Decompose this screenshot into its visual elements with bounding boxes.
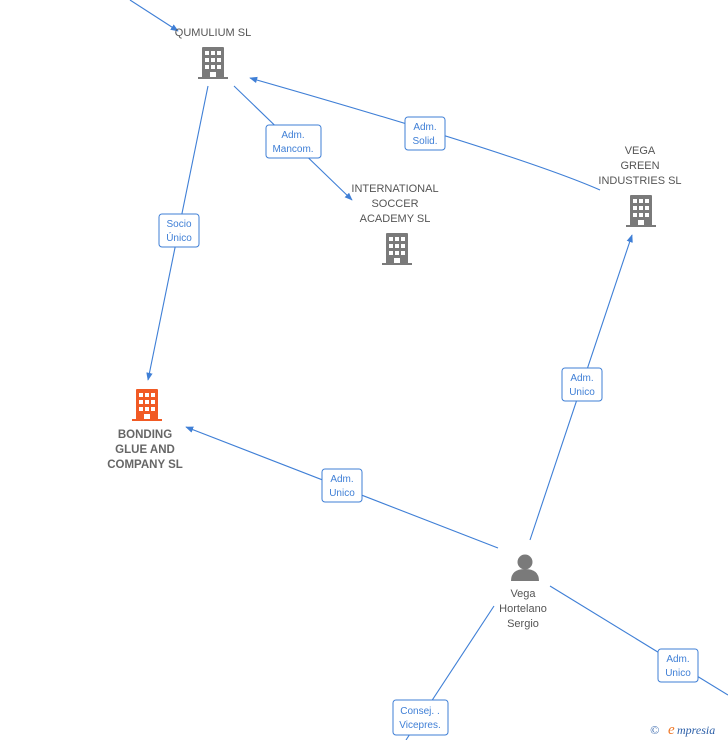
copyright-symbol: © [650,723,659,737]
node-international-soccer-academy[interactable]: INTERNATIONAL SOCCER ACADEMY SL [351,183,439,265]
edge-label-adm-unico-vega-green: Adm. Unico [561,367,603,402]
edge-label-line: Unico [569,387,595,398]
edge-incoming-qumulium [129,0,179,32]
edge-label-line: Adm. [330,474,353,485]
node-label: VEGA [625,145,656,157]
brand-initial: e [668,722,675,738]
edge-label-consej-vicepres: Consej. . Vicepres. [392,699,449,736]
node-label: ACADEMY SL [360,213,431,225]
edge-label-adm-mancom: Adm. Mancom. [265,124,322,159]
node-vega-green-industries[interactable]: VEGA GREEN INDUSTRIES SL [598,145,682,227]
node-label: BONDING [118,429,172,441]
edge-labels: Socio Único Adm. Mancom. Adm. Solid. Adm… [158,116,699,736]
node-label: Hortelano [499,603,547,615]
edge-label-line: Unico [665,668,691,679]
edge-vega_green-qumulium [249,76,601,191]
edge-person-right [549,585,728,696]
edge-label-line: Vicepres. [399,720,441,731]
node-label: QUMULIUM SL [175,27,251,39]
edges [129,0,728,740]
edge-label-line: Solid. [412,136,437,147]
node-label: SOCCER [371,198,418,210]
node-bonding-glue-and-company[interactable]: BONDING GLUE AND COMPANY SL [107,389,183,471]
building-icon [198,47,228,79]
edge-label-socio-unico: Socio Único [158,213,200,248]
node-label: GREEN [620,160,659,172]
node-vega-hortelano-sergio[interactable]: Vega Hortelano Sergio [499,554,547,631]
node-label: INDUSTRIES SL [598,175,681,187]
edge-label-line: Adm. [281,130,304,141]
node-label: INTERNATIONAL [351,183,438,195]
edge-label-adm-solid: Adm. Solid. [404,116,446,151]
edge-label-line: Mancom. [272,144,313,155]
edge-label-line: Adm. [570,373,593,384]
building-icon [626,195,656,227]
edge-label-line: Único [166,231,192,244]
person-icon [511,554,539,581]
building-icon [382,233,412,265]
empresia-watermark: © e mpresia [650,722,715,738]
brand-name: mpresia [677,723,715,737]
edge-label-line: Consej. . [400,706,439,717]
node-label: GLUE AND [115,444,175,456]
edge-label-line: Adm. [413,122,436,133]
building-icon [132,389,162,421]
edge-label-adm-unico-bonding: Adm. Unico [321,468,363,503]
edge-label-line: Unico [329,488,355,499]
node-qumulium[interactable]: QUMULIUM SL [175,27,251,79]
node-label: Vega [510,588,536,600]
node-label: COMPANY SL [107,459,183,471]
edge-label-line: Adm. [666,654,689,665]
edge-label-line: Socio [166,219,191,230]
node-label: Sergio [507,618,539,630]
edge-label-adm-unico-right: Adm. Unico [657,648,699,683]
